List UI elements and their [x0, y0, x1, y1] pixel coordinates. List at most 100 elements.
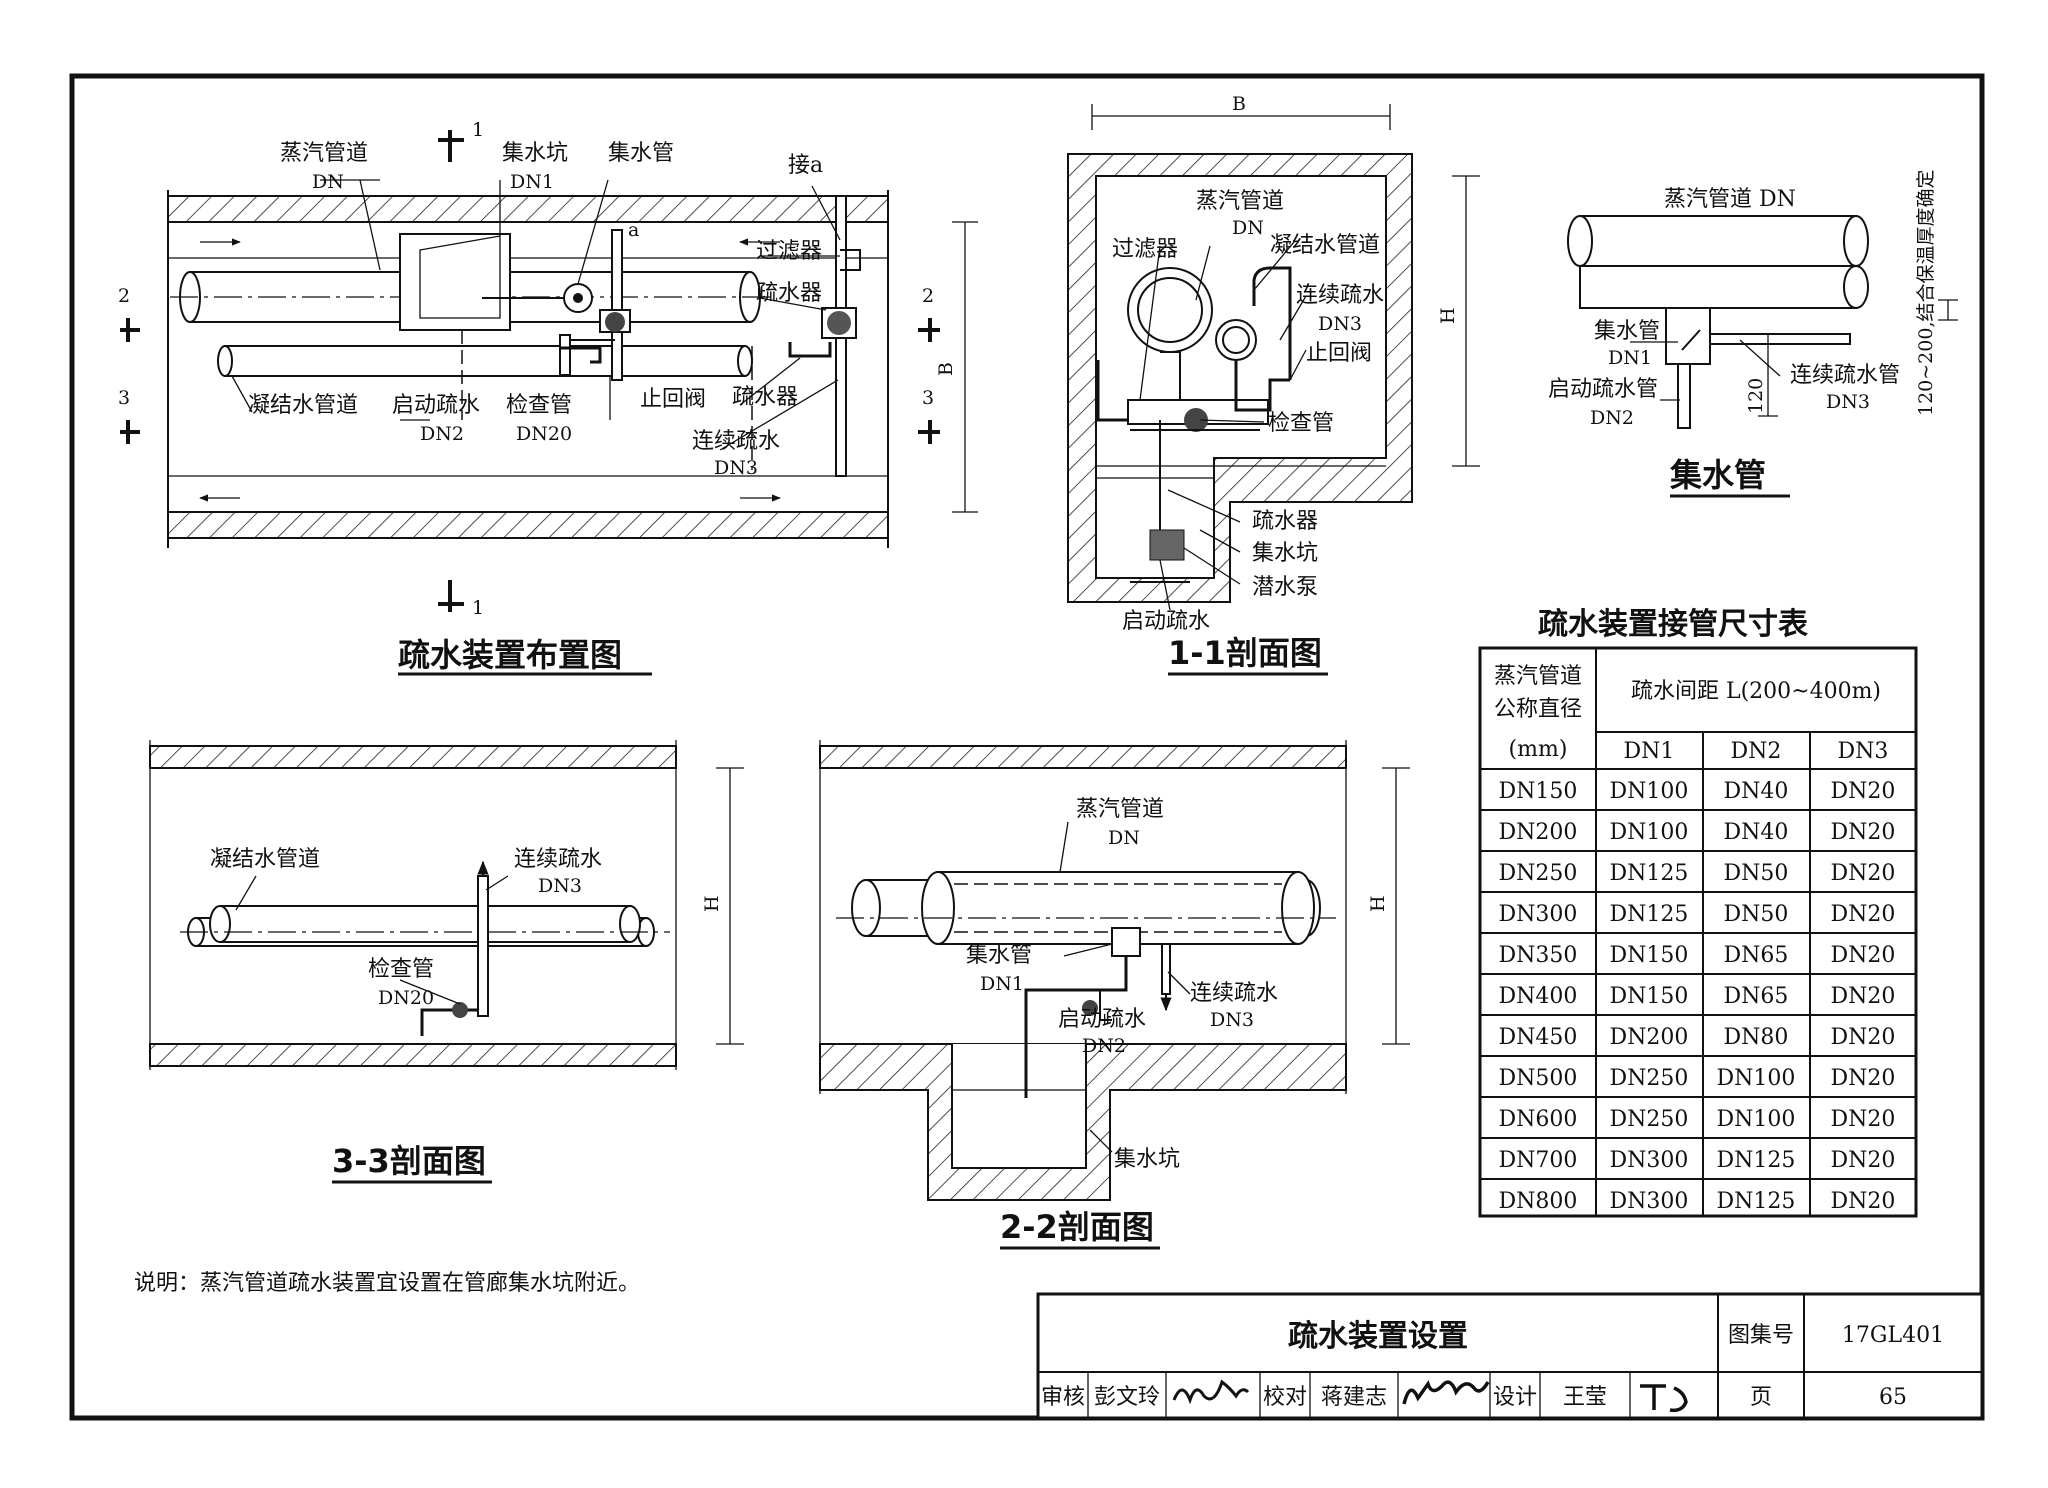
sec22-dn1-label: DN1	[980, 973, 1024, 995]
page-label: 页	[1750, 1385, 1772, 1410]
layout-trap-label: 疏水器	[756, 281, 822, 306]
table-cell: DN250	[1610, 1066, 1689, 1091]
table-cell: DN20	[1831, 1107, 1896, 1132]
layout-dn3-label: DN3	[714, 457, 758, 479]
table-cell: DN600	[1499, 1107, 1578, 1132]
table-title: 疏水装置接管尺寸表	[1538, 607, 1808, 642]
table-cell: DN125	[1610, 861, 1689, 886]
sec22-dn-label: DN	[1108, 827, 1140, 849]
sec3-right-num: 3	[922, 387, 934, 409]
layout-dn-label: DN	[312, 171, 344, 193]
table-cell: DN40	[1724, 779, 1789, 804]
layout-filter-label: 过滤器	[756, 239, 822, 264]
table-cell: DN150	[1499, 779, 1578, 804]
layout-steam-label: 蒸汽管道	[280, 141, 368, 166]
sec33-continuous-label: 连续疏水	[514, 847, 602, 872]
table-cell: DN50	[1724, 902, 1789, 927]
sec22-steam-label: 蒸汽管道	[1076, 797, 1164, 822]
table-cell: DN150	[1610, 984, 1689, 1009]
table-cell: DN20	[1831, 861, 1896, 886]
sec33-condensate-label: 凝结水管道	[210, 847, 320, 872]
drawing-title: 疏水装置设置	[1288, 1319, 1468, 1354]
sec11-check-valve-label: 止回阀	[1306, 341, 1372, 366]
table-cell: DN100	[1610, 820, 1689, 845]
table-cell: DN125	[1610, 902, 1689, 927]
section-2-2-view	[819, 740, 1410, 1201]
collector-continuous-label: 连续疏水管	[1790, 363, 1900, 388]
table-cell: DN300	[1499, 902, 1578, 927]
section-1-1-title: 1-1剖面图	[1168, 634, 1322, 672]
sec11-startup-label: 启动疏水	[1122, 609, 1210, 634]
sheet-border	[69, 73, 1985, 1421]
layout-sump-label: 集水坑	[502, 141, 568, 166]
layout-title: 疏水装置布置图	[398, 636, 622, 674]
designer-signature	[1640, 1384, 1688, 1413]
table-cell: DN65	[1724, 943, 1789, 968]
table-cell: DN40	[1724, 820, 1789, 845]
table-cell: DN50	[1724, 861, 1789, 886]
table-cell: DN100	[1717, 1107, 1796, 1132]
table-subheader-dn1: DN1	[1624, 739, 1675, 764]
sec3-left-num: 3	[118, 387, 130, 409]
layout-a-label: a	[628, 219, 639, 241]
layout-condensate-label: 凝结水管道	[248, 393, 358, 418]
top-wall	[167, 195, 889, 223]
sec22-dn2-label: DN2	[1082, 1035, 1126, 1057]
sec11-h-dim: H	[1437, 307, 1459, 324]
collector-title: 集水管	[1669, 456, 1766, 494]
table-cell: DN20	[1831, 1189, 1896, 1214]
section-1-1-view	[1067, 104, 1480, 611]
table-header-line1: 蒸汽管道	[1494, 664, 1582, 689]
bottom-wall	[167, 511, 889, 539]
table-subheader-dn3: DN3	[1838, 739, 1889, 764]
layout-dn1-label: DN1	[510, 171, 554, 193]
table-header-line2: 公称直径	[1494, 697, 1582, 722]
layout-check-pipe-label: 检查管	[506, 393, 572, 418]
table-subheader-dn2: DN2	[1731, 739, 1782, 764]
table-cell: DN20	[1831, 902, 1896, 927]
table-cell: DN20	[1831, 984, 1896, 1009]
layout-plan-view	[120, 130, 978, 612]
design-label: 设计	[1493, 1385, 1537, 1410]
layout-continuous-label: 连续疏水	[692, 429, 780, 454]
layout-dn2-label: DN2	[420, 423, 464, 445]
table-cell: DN350	[1499, 943, 1578, 968]
sec22-dn3-label: DN3	[1210, 1009, 1254, 1031]
collector-120-label: 120	[1745, 378, 1767, 414]
table-header-span: 疏水间距 L(200~400m)	[1631, 679, 1881, 704]
layout-startup-label: 启动疏水	[392, 393, 480, 418]
table-cell: DN20	[1831, 1066, 1896, 1091]
sec11-check-pipe-label: 检查管	[1268, 411, 1334, 436]
collector-startup-label: 启动疏水管	[1548, 377, 1658, 402]
sec22-continuous-label: 连续疏水	[1190, 981, 1278, 1006]
sec11-continuous-label: 连续疏水	[1296, 283, 1384, 308]
table-cell: DN700	[1499, 1148, 1578, 1173]
collector-detail-view	[1567, 215, 1958, 429]
sec11-b-dim: B	[1232, 93, 1246, 115]
table-cell: DN20	[1831, 820, 1896, 845]
checker-signature	[1402, 1380, 1490, 1405]
sec11-trap-label: 疏水器	[1252, 509, 1318, 534]
table-cell: DN300	[1610, 1189, 1689, 1214]
sec2-right-num: 2	[922, 285, 934, 307]
condensate-pipe-plan	[224, 345, 746, 377]
collector-dn2-label: DN2	[1590, 407, 1634, 429]
sec11-pump-label: 潜水泵	[1252, 575, 1318, 600]
sec33-h-dim: H	[701, 895, 723, 912]
table-cell: DN65	[1724, 984, 1789, 1009]
table-cell: DN300	[1610, 1148, 1689, 1173]
table-cell: DN250	[1610, 1107, 1689, 1132]
collector-dn1-label: DN1	[1608, 347, 1652, 369]
reviewer-signature	[1172, 1379, 1250, 1405]
sec33-check-pipe-label: 检查管	[368, 957, 434, 982]
layout-b-dim: B	[935, 362, 957, 376]
sec1-top-num: 1	[472, 119, 484, 141]
check-label: 校对	[1263, 1385, 1307, 1410]
table-cell: DN500	[1499, 1066, 1578, 1091]
collector-insulation-label: 120~200,结合保温厚度确定	[1915, 170, 1937, 417]
layout-collector-label: 集水管	[608, 141, 674, 166]
table-cell: DN450	[1499, 1025, 1578, 1050]
sec1-bottom-num: 1	[472, 597, 484, 619]
